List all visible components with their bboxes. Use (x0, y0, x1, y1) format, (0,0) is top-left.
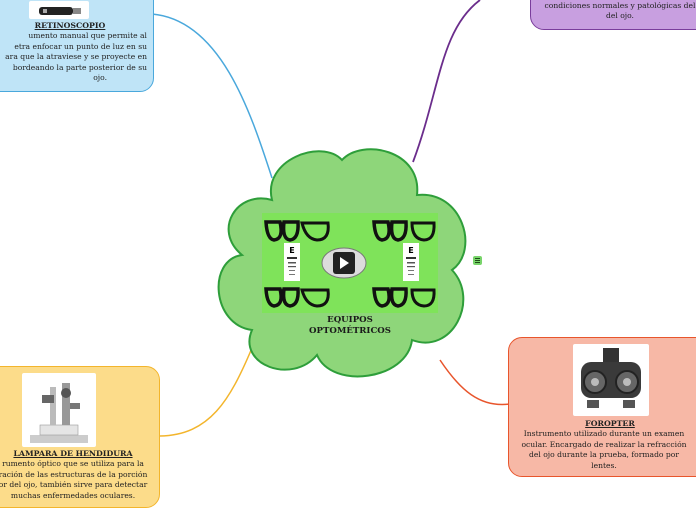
notes-icon[interactable] (473, 256, 482, 265)
slit-lamp-icon (30, 383, 88, 443)
lampara-title: LAMPARA DE HENDIDURA (13, 449, 133, 458)
foropter-desc: Instrumento utilizado durante un examen … (521, 429, 687, 470)
link-lampara (159, 347, 253, 437)
link-top-right (412, 0, 481, 163)
node-top-right[interactable]: condiciones normales y patológicas del d… (530, 0, 696, 30)
foropter-title: FOROPTER (585, 419, 635, 428)
link-foropter (439, 359, 511, 406)
lampara-desc: rumento óptico que se utiliza para la ra… (0, 459, 148, 500)
retinoscope-icon (39, 7, 81, 15)
phoropter-image (573, 344, 649, 416)
node-lampara[interactable]: LAMPARA DE HENDIDURA rumento óptico que … (0, 366, 160, 508)
link-retinoscopio (151, 13, 273, 179)
retinoscopio-desc: umento manual que permite al etra enfoca… (5, 31, 147, 83)
top-right-desc: condiciones normales y patológicas del d… (544, 1, 696, 21)
center-image[interactable]: E E (262, 213, 438, 313)
svg-text:E: E (289, 246, 294, 255)
center-topic-label[interactable]: EQUIPOS OPTOMÉTRICOS (300, 315, 400, 337)
retinoscopio-title: RETINOSCOPIO (34, 21, 106, 30)
svg-text:E: E (408, 246, 413, 255)
node-foropter[interactable]: FOROPTER Instrumento utilizado durante u… (508, 337, 696, 477)
retinoscope-image (29, 1, 89, 19)
center-label-line1: EQUIPOS (327, 315, 373, 325)
play-button[interactable] (321, 247, 367, 279)
slit-lamp-image (22, 373, 96, 447)
node-retinoscopio[interactable]: RETINOSCOPIO umento manual que permite a… (0, 0, 154, 92)
center-label-line2: OPTOMÉTRICOS (309, 326, 391, 336)
phoropter-icon (581, 348, 641, 408)
glasses-eye-chart-image: E E (264, 220, 436, 308)
